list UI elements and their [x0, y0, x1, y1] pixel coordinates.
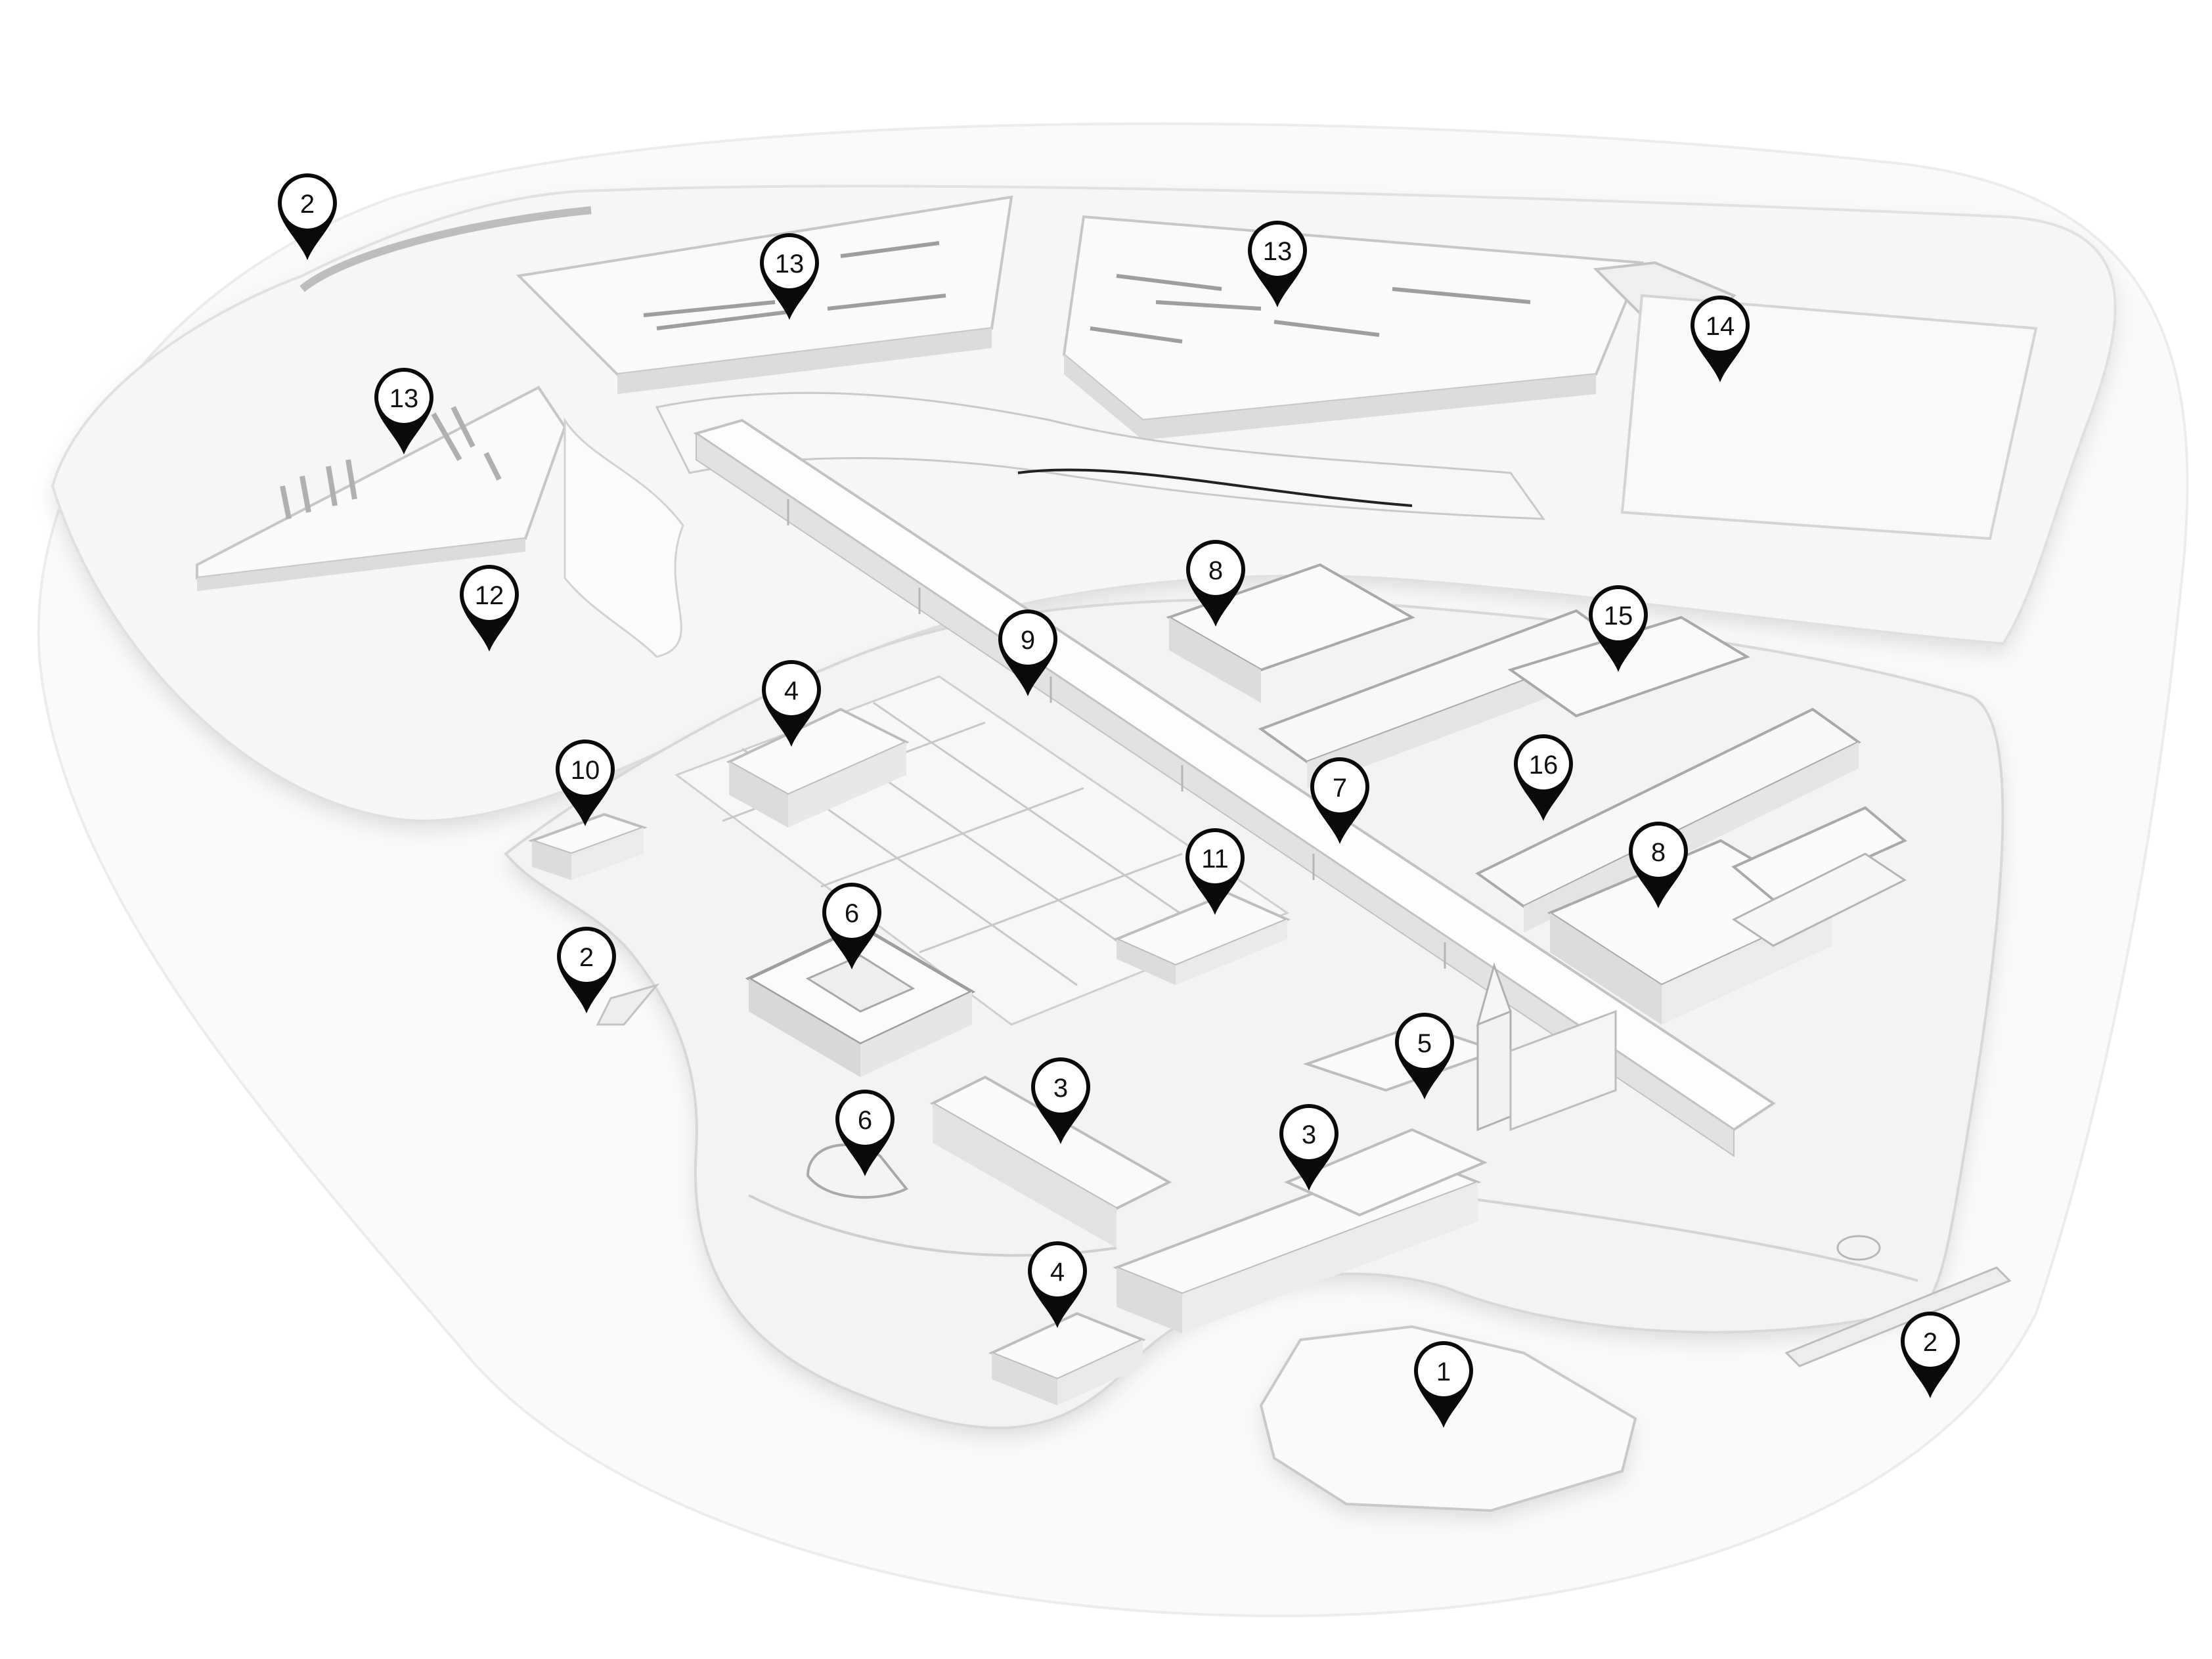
marker-label: 9 — [1021, 626, 1035, 655]
marker-pin-4: 4 — [762, 660, 821, 747]
marker-label: 10 — [571, 756, 600, 785]
marker-pin-2: 2 — [278, 173, 337, 260]
long-arcade — [693, 418, 1776, 1157]
marker-pin-13: 13 — [760, 233, 819, 320]
marker-pin-7: 7 — [1310, 757, 1369, 844]
pin-disc — [464, 569, 515, 620]
pin-disc — [839, 1094, 891, 1145]
pin-disc — [1189, 832, 1241, 883]
jetty-east — [1784, 1266, 2012, 1367]
building-3-east — [1284, 1128, 1488, 1217]
marker-pin-3: 3 — [1279, 1104, 1338, 1191]
east-field — [1620, 294, 2038, 541]
marker-label: 13 — [775, 250, 805, 278]
marker-pin-16: 16 — [1514, 734, 1573, 821]
pin-disc — [561, 931, 612, 982]
marker-label: 11 — [1201, 845, 1229, 874]
south-path-2 — [1444, 1194, 1918, 1282]
south-buildings — [929, 962, 2012, 1513]
marker-pin-6: 6 — [822, 883, 881, 969]
east-grid — [1166, 563, 1907, 1025]
pin-disc — [1190, 544, 1241, 595]
pin-disc — [1518, 738, 1569, 789]
marker-pin-4: 4 — [1028, 1241, 1087, 1328]
pin-disc — [1032, 1245, 1083, 1296]
pin-disc — [560, 743, 611, 795]
marker-label: 2 — [300, 190, 315, 219]
marker-label: 3 — [1053, 1074, 1068, 1103]
marker-label: 3 — [1302, 1120, 1316, 1149]
marker-label: 8 — [1651, 838, 1666, 867]
marker-label: 6 — [845, 899, 859, 928]
marker-label: 16 — [1529, 751, 1559, 780]
jetty-west — [596, 983, 660, 1026]
marker-pin-15: 15 — [1589, 585, 1648, 672]
marker-pin-3: 3 — [1031, 1057, 1090, 1144]
marker-label: 7 — [1333, 774, 1347, 803]
pin-disc — [1002, 613, 1053, 665]
north-buildings — [196, 195, 2038, 658]
marker-label: 12 — [475, 581, 504, 610]
west-campus — [527, 675, 1291, 1199]
marker-pin-2: 2 — [557, 927, 616, 1013]
marker-label: 2 — [579, 943, 594, 972]
wavy-landscape — [655, 391, 1546, 520]
marker-pin-5: 5 — [1395, 1013, 1454, 1099]
marker-label: 4 — [1050, 1258, 1065, 1287]
marker-pin-6: 6 — [835, 1090, 895, 1176]
marker-pin-13: 13 — [1248, 221, 1307, 307]
marker-label: 13 — [1263, 237, 1293, 266]
pin-disc — [1314, 761, 1365, 812]
pin-disc — [1283, 1108, 1335, 1159]
marker-pin-11: 11 — [1185, 828, 1245, 915]
amphitheatre-6 — [806, 1143, 909, 1199]
marker-label: 2 — [1923, 1328, 1937, 1357]
pin-disc — [1694, 299, 1746, 351]
marker-label: 6 — [858, 1106, 872, 1135]
water-tank — [1836, 1235, 1881, 1261]
pin-disc — [826, 887, 877, 938]
marker-label: 14 — [1706, 312, 1735, 341]
pin-disc — [1399, 1017, 1450, 1068]
marker-label: 8 — [1208, 556, 1223, 585]
grid-block-east — [1731, 806, 1907, 902]
boardwalk-north — [299, 206, 592, 292]
marker-pin-1: 1 — [1414, 1341, 1473, 1428]
pin-disc — [1418, 1345, 1469, 1396]
marker-pin-9: 9 — [998, 609, 1057, 696]
pin-disc — [378, 372, 430, 423]
marker-pin-2: 2 — [1901, 1312, 1960, 1398]
pin-disc — [764, 237, 815, 288]
marker-label: 1 — [1436, 1358, 1451, 1386]
pin-disc — [1905, 1316, 1956, 1367]
pin-disc — [766, 664, 817, 715]
marker-pin-13: 13 — [374, 368, 433, 454]
marker-pin-12: 12 — [459, 564, 520, 652]
pin-disc — [1252, 225, 1303, 276]
building-3-west — [929, 1075, 1172, 1210]
marker-label: 15 — [1604, 602, 1633, 630]
marker-pin-8: 8 — [1629, 822, 1688, 908]
pin-disc — [1035, 1061, 1086, 1113]
wedge-building-west — [196, 386, 567, 580]
marker-pin-10: 10 — [556, 740, 615, 826]
marker-label: 5 — [1417, 1029, 1432, 1058]
church-tower — [1476, 1009, 1512, 1132]
marker-label: 4 — [784, 676, 799, 705]
pin-disc — [1593, 589, 1644, 640]
marker-label: 13 — [389, 384, 419, 413]
marker-pin-14: 14 — [1691, 296, 1750, 382]
pin-disc — [282, 177, 333, 229]
pin-disc — [1633, 826, 1684, 877]
grid-block-8-north — [1166, 563, 1415, 672]
marker-pin-8: 8 — [1186, 540, 1245, 627]
